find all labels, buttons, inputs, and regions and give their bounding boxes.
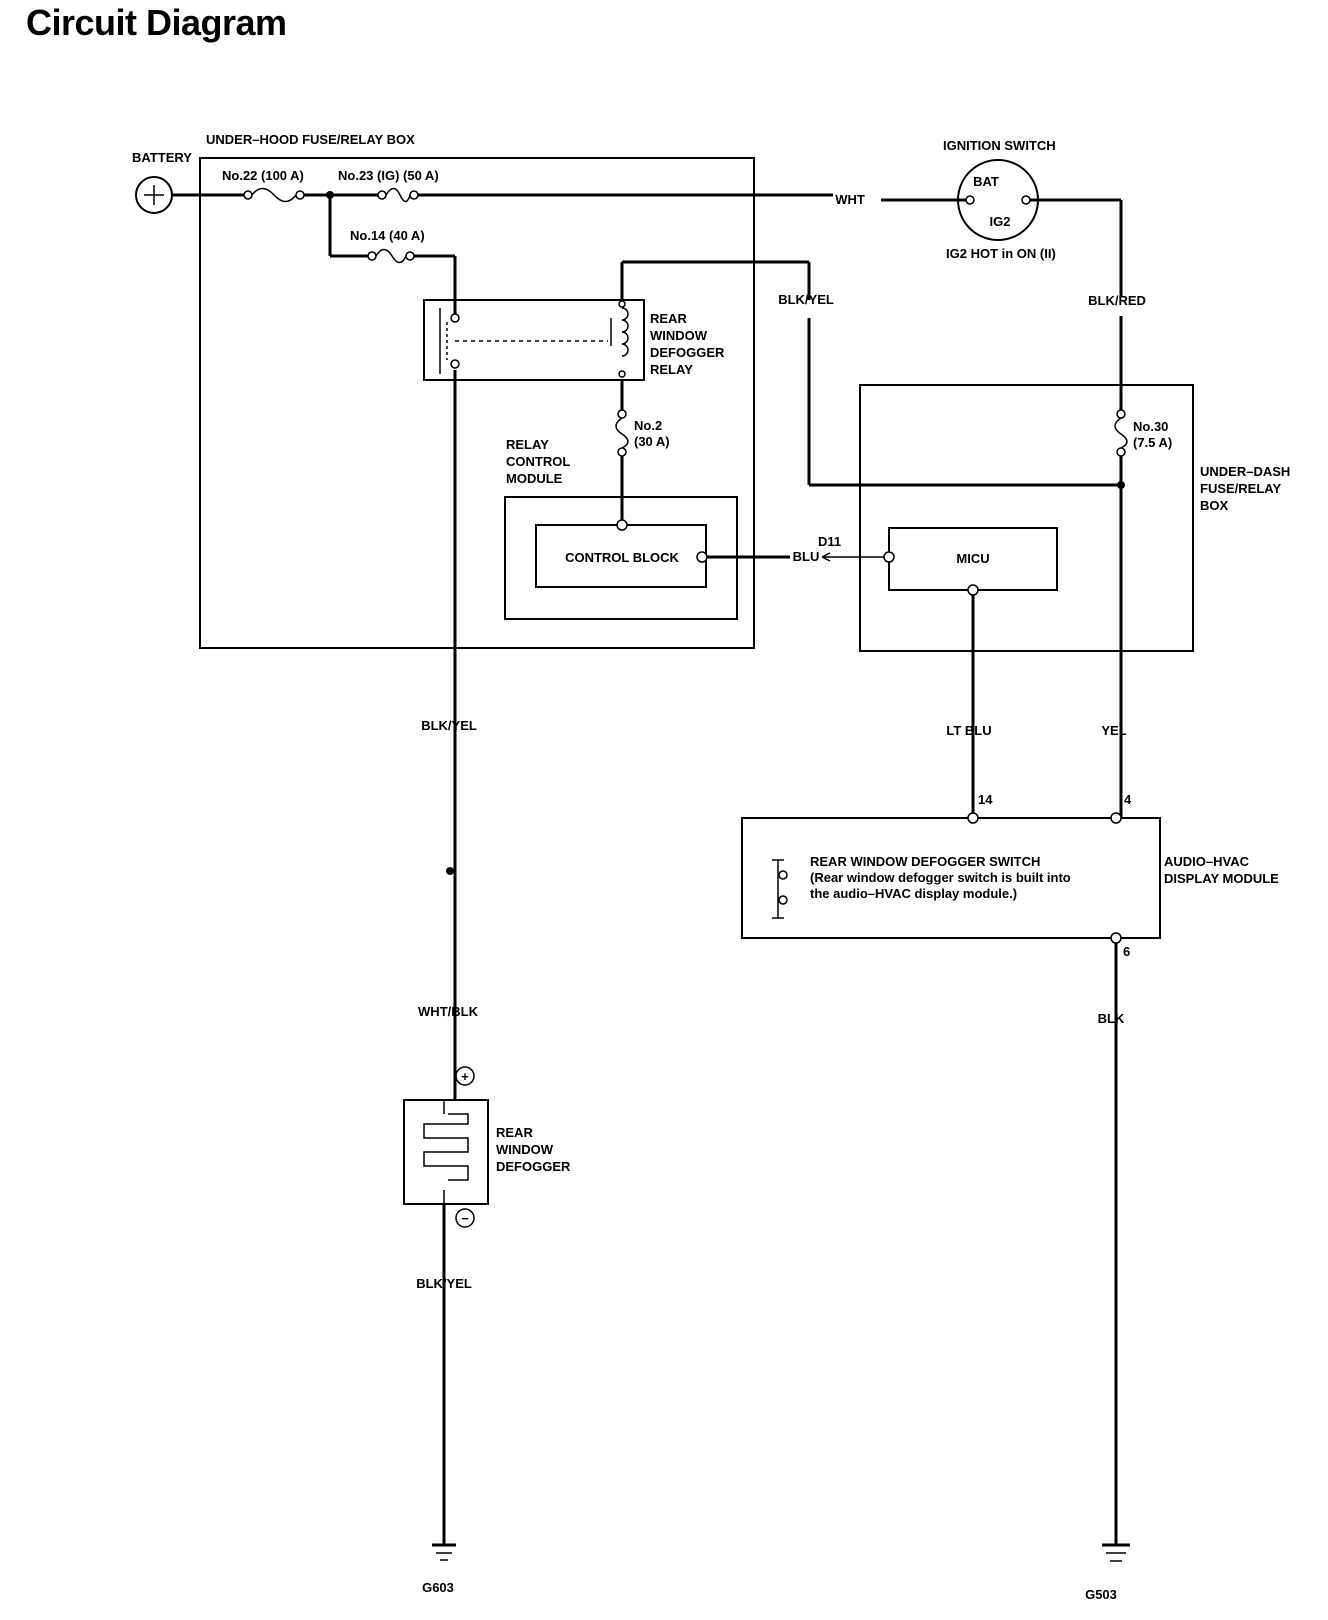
terminal <box>967 584 979 596</box>
fuse2-label-2: (30 A) <box>634 434 670 449</box>
underdash-box-label-1: UNDER–DASH <box>1200 464 1290 479</box>
underdash-fuse-relay-box <box>859 384 1194 652</box>
fuse30-label-1: No.30 <box>1133 419 1168 434</box>
plus-symbol: + <box>461 1069 469 1084</box>
junction-dot <box>1117 481 1125 489</box>
terminal <box>967 812 979 824</box>
wire-label-wht: WHT <box>835 192 865 207</box>
switch-label-3: the audio–HVAC display module.) <box>810 886 1017 901</box>
fuse-no14 <box>367 248 415 264</box>
wire-label-blk-yel-bot: BLK/YEL <box>416 1276 472 1291</box>
junction-dot <box>446 867 454 875</box>
ig2-label: IG2 <box>990 214 1011 229</box>
underdash-box-label-2: FUSE/RELAY <box>1200 481 1281 496</box>
fuse-no2 <box>615 409 629 457</box>
ground-symbol-right <box>1102 1543 1130 1562</box>
terminal <box>616 519 628 531</box>
defogger-switch-symbol <box>772 859 788 919</box>
terminal <box>1110 932 1122 944</box>
defogger-label-1: REAR <box>496 1125 533 1140</box>
relay-module-label-1: RELAY <box>506 437 549 452</box>
relay-label-2: WINDOW <box>650 328 708 343</box>
fuse30-label-2: (7.5 A) <box>1133 435 1172 450</box>
hvac-module-label-1: AUDIO–HVAC <box>1164 854 1250 869</box>
relay-module-label-2: CONTROL <box>506 454 570 469</box>
wire-label-yel: YEL <box>1101 723 1126 738</box>
fuse-no30 <box>1114 409 1128 457</box>
fuse22-label: No.22 (100 A) <box>222 168 304 183</box>
page-title: Circuit Diagram <box>26 2 287 43</box>
switch-label-2: (Rear window defogger switch is built in… <box>810 870 1071 885</box>
wires <box>172 193 1123 1545</box>
fuse23-label: No.23 (IG) (50 A) <box>338 168 439 183</box>
fuse2-label-1: No.2 <box>634 418 662 433</box>
battery-symbol <box>135 176 173 214</box>
pin-4-label: 4 <box>1124 792 1132 807</box>
ground-right-label: G503 <box>1085 1587 1117 1602</box>
junction-dot <box>326 191 334 199</box>
pin-6-label: 6 <box>1123 944 1130 959</box>
defogger-box <box>403 1099 489 1205</box>
relay-internals <box>439 300 629 378</box>
relay-label-3: DEFOGGER <box>650 345 725 360</box>
wire-label-blk-red: BLK/RED <box>1088 293 1146 308</box>
pin-14-label: 14 <box>978 792 993 807</box>
hvac-module-label-2: DISPLAY MODULE <box>1164 871 1279 886</box>
relay-box <box>423 299 645 381</box>
hvac-display-module-box <box>741 817 1161 939</box>
micu-label: MICU <box>956 551 989 566</box>
ground-symbol-left <box>432 1543 456 1561</box>
defogger-label-2: WINDOW <box>496 1142 554 1157</box>
ground-left-label: G603 <box>422 1580 454 1595</box>
underdash-box-label-3: BOX <box>1200 498 1229 513</box>
wire-label-blk: BLK <box>1098 1011 1125 1026</box>
relay-label-1: REAR <box>650 311 687 326</box>
minus-symbol: − <box>461 1211 469 1226</box>
control-block-label: CONTROL BLOCK <box>565 550 679 565</box>
wire-label-wht-blk: WHT/BLK <box>418 1004 479 1019</box>
fuse-no22 <box>243 187 305 203</box>
relay-label-4: RELAY <box>650 362 693 377</box>
bat-label: BAT <box>973 174 999 189</box>
connector-arrow-d11 <box>821 552 831 562</box>
terminal <box>883 551 895 563</box>
relay-module-label-3: MODULE <box>506 471 563 486</box>
wire-label-blk-yel-top: BLK/YEL <box>778 292 834 307</box>
underhood-fuse-relay-box <box>199 157 755 649</box>
ignition-switch-label: IGNITION SWITCH <box>943 138 1056 153</box>
wire-label-blk-yel-mid: BLK/YEL <box>421 718 477 733</box>
terminal <box>1110 812 1122 824</box>
defogger-label-3: DEFOGGER <box>496 1159 571 1174</box>
ignition-switch-symbol <box>957 159 1039 241</box>
wire-label-blu: BLU <box>793 549 820 564</box>
defogger-element <box>423 1100 469 1204</box>
minus-terminal-icon <box>455 1208 475 1228</box>
underhood-box-label: UNDER–HOOD FUSE/RELAY BOX <box>206 132 415 147</box>
plus-terminal-icon <box>455 1066 475 1086</box>
connector-d11-label: D11 <box>818 534 841 549</box>
switch-label-1: REAR WINDOW DEFOGGER SWITCH <box>810 854 1040 869</box>
battery-label: BATTERY <box>132 150 192 165</box>
fuse-no23 <box>377 187 419 203</box>
fuse14-label: No.14 (40 A) <box>350 228 425 243</box>
terminal <box>696 551 708 563</box>
ig2-note: IG2 HOT in ON (II) <box>946 246 1056 261</box>
wire-label-lt-blu: LT BLU <box>946 723 991 738</box>
